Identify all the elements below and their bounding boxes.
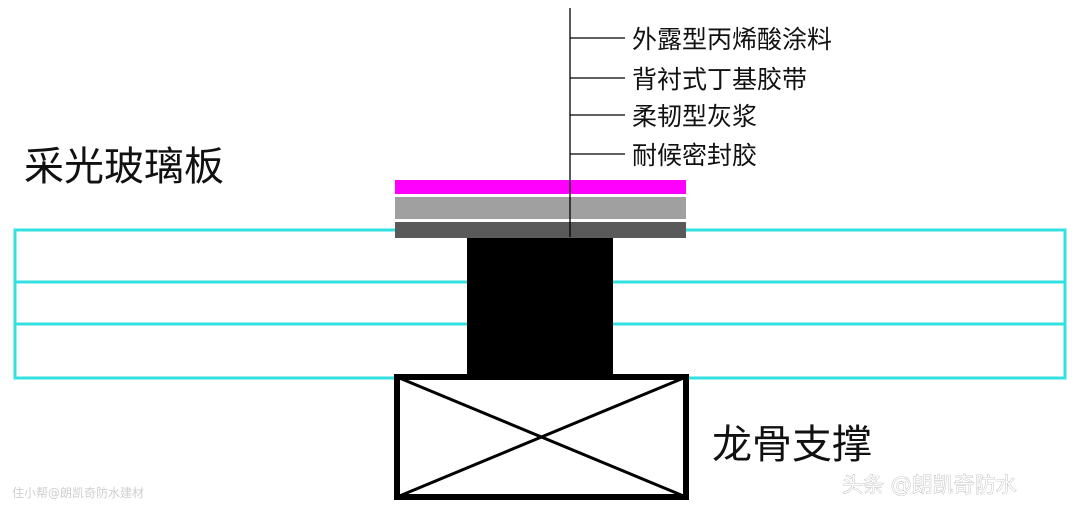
butyl-tape-layer [395,197,686,219]
flexible-mortar-layer [395,222,686,238]
callout-leaders [569,8,625,237]
watermark-right: 头条 @朗凯奇防水 [842,473,1017,497]
callout-acrylic-coating: 外露型丙烯酸涂料 [632,25,832,54]
label-glazing-panel: 采光玻璃板 [24,144,224,190]
callout-butyl-tape: 背衬式丁基胶带 [632,65,807,94]
callout-flexible-mortar: 柔韧型灰浆 [632,102,757,131]
keel-box [394,374,689,500]
watermark-left: 住小帮@朗凯奇防水建材 [12,485,144,500]
label-keel-support: 龙骨支撑 [712,422,872,468]
keel-brace-b [396,375,687,499]
acrylic-coating-layer [395,180,686,194]
keel-support [394,374,689,500]
sealant-block [467,232,613,378]
cover-layers [395,180,686,238]
callout-sealant: 耐候密封胶 [632,141,757,170]
